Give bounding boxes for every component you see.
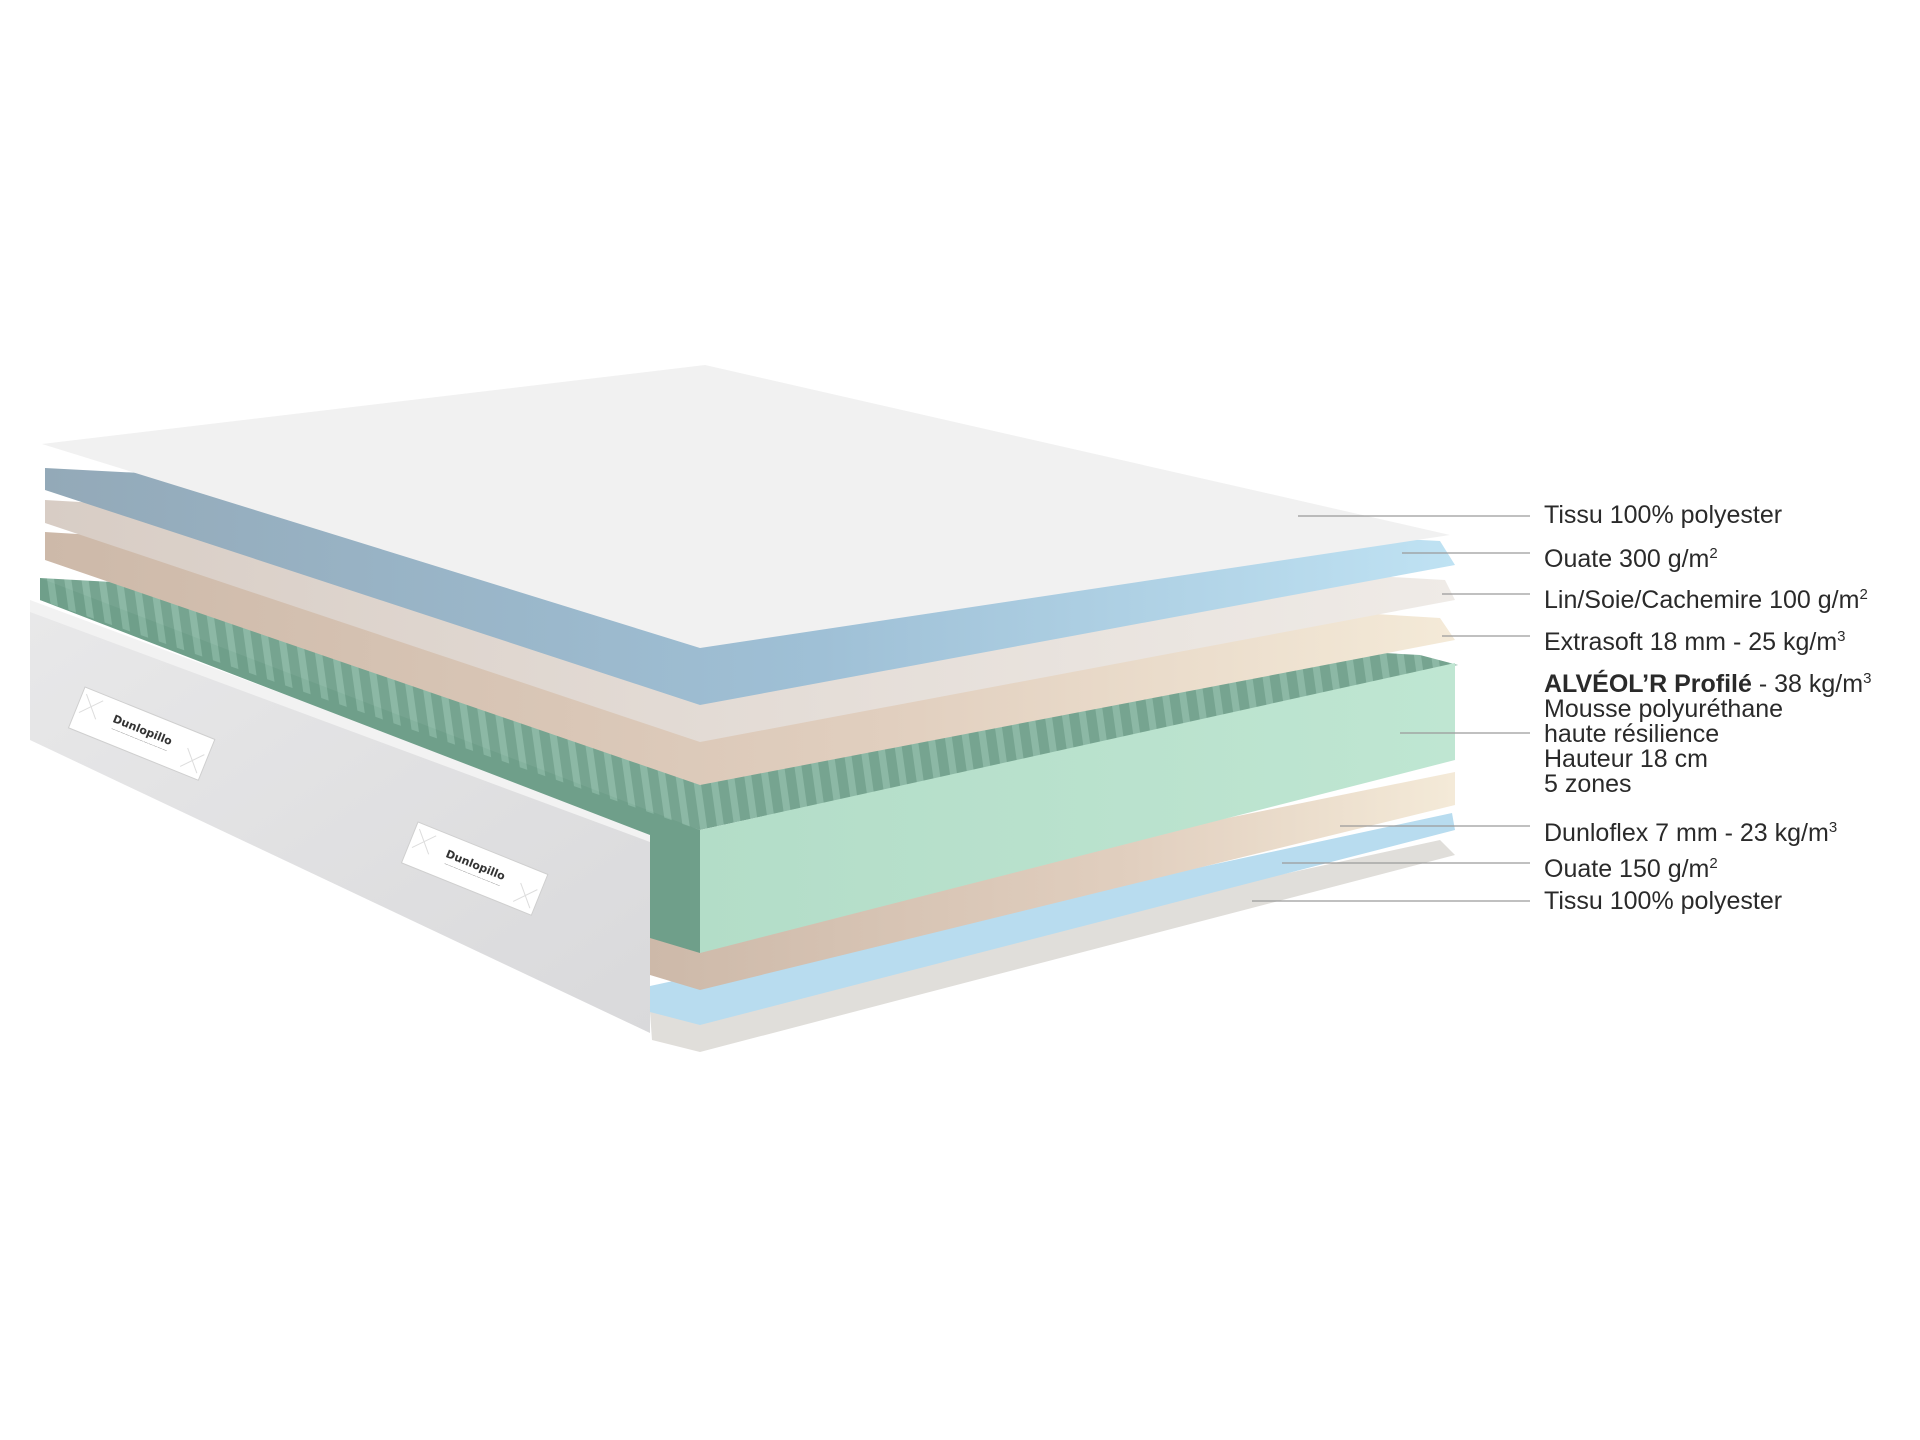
- brand-label-left: Dunlopillo ————————————: [67, 686, 216, 781]
- leader-lines: [1252, 515, 1530, 902]
- label-dunloflex: Dunloflex 7 mm - 23 kg/m3: [1544, 819, 1838, 847]
- label-extrasoft: Extrasoft 18 mm - 25 kg/m3: [1544, 628, 1846, 656]
- foam-core-front: [700, 663, 1455, 953]
- label-tissu-top: Tissu 100% polyester: [1544, 501, 1783, 529]
- mattress-border-top-edge: [30, 600, 650, 842]
- top-fabric-layer: [42, 365, 1450, 648]
- label-tissu-bottom: Tissu 100% polyester: [1544, 887, 1783, 915]
- label-ouate-300: Ouate 300 g/m2: [1544, 545, 1718, 573]
- mattress-border: [30, 610, 650, 1033]
- label-lin-soie-cachemire: Lin/Soie/Cachemire 100 g/m2: [1544, 586, 1868, 614]
- label-ouate-150: Ouate 150 g/m2: [1544, 855, 1718, 883]
- bottom-wadding-layer: [650, 813, 1455, 1025]
- bottom-fabric-layer: [650, 840, 1455, 1052]
- label-alveolr: ALVÉOL’R Profilé - 38 kg/m3 Mousse polyu…: [1544, 670, 1872, 798]
- brand-label-right: Dunlopillo ————————————: [400, 821, 549, 916]
- dunloflex-layer: [650, 772, 1455, 990]
